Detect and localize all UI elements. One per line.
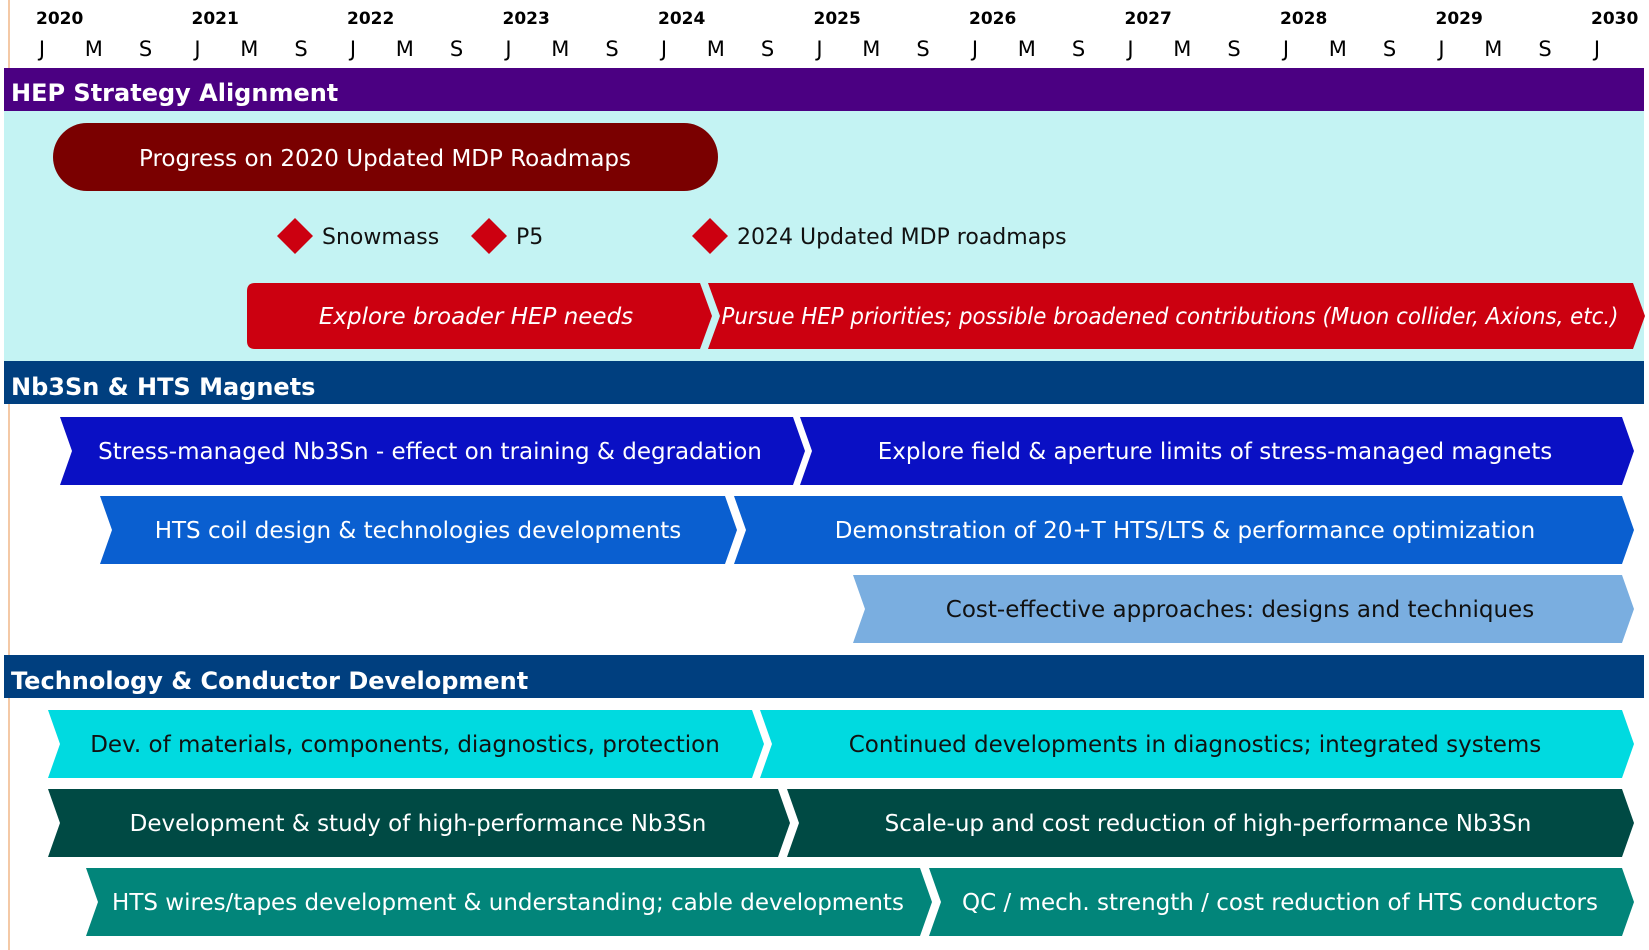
progress-pill <box>53 123 718 191</box>
section-hep-title: HEP Strategy Alignment <box>11 79 338 107</box>
activity-bar <box>760 710 1634 778</box>
milestone-diamond-snowmass <box>277 218 313 254</box>
activity-bar <box>247 283 712 349</box>
month-label: J <box>348 37 356 61</box>
month-label: S <box>1072 37 1085 61</box>
month-label: J <box>503 37 511 61</box>
month-label: M <box>85 37 103 61</box>
year-label: 2022 <box>347 9 394 29</box>
section-hep-header <box>4 68 1644 111</box>
activity-bar <box>86 868 932 936</box>
activity-bar <box>48 789 790 857</box>
activity-bar-label: Dev. of materials, components, diagnosti… <box>90 732 720 758</box>
activity-bar-label: Demonstration of 20+T HTS/LTS & performa… <box>835 518 1535 544</box>
activity-bar-label: HTS wires/tapes development & understand… <box>112 890 904 916</box>
year-label: 2028 <box>1280 9 1327 29</box>
month-label: S <box>1227 37 1240 61</box>
month-label: M <box>1018 37 1036 61</box>
section-magnets-header <box>4 361 1644 404</box>
month-label: S <box>761 37 774 61</box>
activity-bar-label: Pursue HEP priorities; possible broadene… <box>722 304 1619 330</box>
milestone-label-snowmass: Snowmass <box>322 225 439 250</box>
section-tech-header <box>4 655 1644 698</box>
activity-bar-label: Explore broader HEP needs <box>319 304 633 330</box>
month-label: M <box>707 37 725 61</box>
month-label: J <box>814 37 822 61</box>
activity-bar-label: Stress-managed Nb3Sn - effect on trainin… <box>98 439 762 465</box>
month-label: J <box>1125 37 1133 61</box>
activity-bar <box>100 496 737 564</box>
month-label: M <box>1329 37 1347 61</box>
section-tech-title: Technology & Conductor Development <box>11 667 528 695</box>
activity-bar <box>853 575 1634 643</box>
activity-bar <box>787 789 1634 857</box>
month-label: S <box>139 37 152 61</box>
month-label: S <box>1538 37 1551 61</box>
progress-pill-label: Progress on 2020 Updated MDP Roadmaps <box>139 146 631 172</box>
year-label: 2025 <box>814 9 861 29</box>
month-label: M <box>551 37 569 61</box>
activity-bar-label: Scale-up and cost reduction of high-perf… <box>885 811 1532 837</box>
milestone-label-mdp-2024: 2024 Updated MDP roadmaps <box>737 225 1067 250</box>
month-label: S <box>294 37 307 61</box>
activity-bar-label: HTS coil design & technologies developme… <box>155 518 682 544</box>
month-label: M <box>396 37 414 61</box>
activity-bar <box>60 417 805 485</box>
month-label: M <box>1173 37 1191 61</box>
section-magnets-title: Nb3Sn & HTS Magnets <box>11 373 315 401</box>
year-label: 2027 <box>1125 9 1172 29</box>
activity-bar <box>929 868 1634 936</box>
activity-bar <box>708 283 1645 349</box>
month-label: M <box>240 37 258 61</box>
activity-bar-label: Continued developments in diagnostics; i… <box>849 732 1542 758</box>
milestone-diamond-mdp-2024 <box>692 218 728 254</box>
axis-line <box>8 0 10 950</box>
year-label: 2030 <box>1591 9 1638 29</box>
month-label: S <box>450 37 463 61</box>
activity-bar-label: Cost-effective approaches: designs and t… <box>946 597 1534 623</box>
activity-bar <box>800 417 1634 485</box>
month-label: J <box>1592 37 1600 61</box>
year-labels: 2020 2021 2022 2023 2024 2025 2026 2027 2028 2029… <box>36 9 1638 29</box>
month-label: J <box>1281 37 1289 61</box>
month-label: J <box>1436 37 1444 61</box>
year-label: 2026 <box>969 9 1016 29</box>
month-label: J <box>192 37 200 61</box>
year-label: 2024 <box>658 9 705 29</box>
month-label: M <box>862 37 880 61</box>
month-label: S <box>1383 37 1396 61</box>
month-label: S <box>605 37 618 61</box>
activity-bar <box>734 496 1634 564</box>
activity-bars: Explore broader HEP needs Pursue HEP prio… <box>48 283 1645 936</box>
activity-bar <box>48 710 764 778</box>
year-label: 2021 <box>192 9 239 29</box>
year-label: 2029 <box>1436 9 1483 29</box>
year-label: 2023 <box>503 9 550 29</box>
activity-bar-label: QC / mech. strength / cost reduction of … <box>962 890 1598 916</box>
milestone-label-p5: P5 <box>516 225 543 250</box>
month-label: M <box>1484 37 1502 61</box>
activity-bar-label: Development & study of high-performance … <box>130 811 707 837</box>
year-label: 2020 <box>36 9 83 29</box>
activity-bar-label: Explore field & aperture limits of stres… <box>878 439 1553 465</box>
milestone-diamond-p5 <box>471 218 507 254</box>
month-label: J <box>659 37 667 61</box>
month-label: J <box>37 37 45 61</box>
month-label: J <box>970 37 978 61</box>
month-label: S <box>916 37 929 61</box>
